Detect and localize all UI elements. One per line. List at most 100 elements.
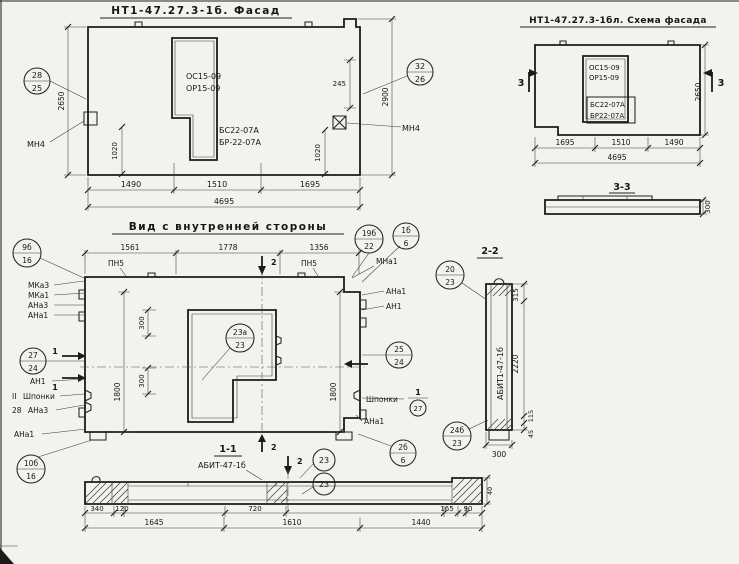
- inner-pn-left: ПН5: [108, 259, 124, 268]
- facade-window-opening: [171, 37, 218, 161]
- section11-dim-720: 720: [248, 505, 261, 513]
- inner-callout-br-top: 2б: [398, 443, 408, 452]
- inner-keys-left: Шпонки: [23, 392, 55, 401]
- facade-dim-height-right: 2900: [381, 87, 390, 106]
- schema-section-cut-lines: [528, 72, 713, 92]
- inner-cut1-arrow-c: [344, 360, 352, 368]
- inner-callout-tr2-top: 1б: [401, 226, 411, 235]
- inner-cut1-arrow-b: [78, 374, 86, 382]
- inner-callout-tr2-bottom: 6: [404, 239, 409, 248]
- section11-dim-340: 340: [90, 505, 103, 513]
- inner-dim-300a: 300: [138, 316, 146, 329]
- inner-callout-bl-top: 10б: [24, 459, 39, 468]
- section11-leader-lines: [245, 463, 314, 495]
- schema-window-opening: [582, 55, 629, 123]
- facade-lintel-mark-1: БС22-07А: [219, 126, 259, 135]
- section11-cut2-label: 2: [297, 457, 303, 466]
- facade-title: НТ1-47.27.3-1б. Фасад: [111, 5, 281, 17]
- facade-dim-b1: 1490: [121, 180, 141, 189]
- inner-cut2-label-top: 2: [271, 258, 277, 267]
- section11-mark: АБИТ-47-1б: [198, 461, 246, 470]
- inner-top-dim-lines: [84, 250, 360, 274]
- inner-dim-t3: 1356: [309, 243, 328, 252]
- section11-dim-ticks: [81, 474, 491, 532]
- facade-dim-245: 245: [333, 80, 346, 88]
- facade-window-inner-line: [174, 40, 215, 158]
- section22-dim-115: 115: [527, 410, 535, 422]
- section11-callout-b: 23: [319, 480, 329, 489]
- inner-left-label-2: АНа3: [28, 301, 48, 310]
- inner-dim-300b: 300: [138, 374, 146, 387]
- facade-dim-1020-right: 1020: [314, 144, 322, 162]
- schema-dim-b3: 1490: [664, 138, 683, 147]
- facade-panel-outline: [87, 18, 361, 176]
- section-2-2: 2-2 20 23 315 2220 115 45 АБИТ1-47-1б 30…: [435, 246, 535, 459]
- section11-dim-1645: 1645: [144, 518, 163, 527]
- inner-keys-left-label: АНа3: [28, 406, 48, 415]
- inner-key-symbols: [84, 335, 361, 414]
- facade-lintel-mark-2: БР-22-07А: [219, 138, 261, 147]
- inner-cut1-label-b: 1: [52, 383, 58, 392]
- schema-title: НТ1-47.27.3-1бл. Схема фасада: [529, 15, 707, 26]
- inner-dim-1800-left: 1800: [113, 382, 122, 401]
- section11-callout-a-circle: [312, 448, 336, 472]
- schema-section-title: 3-3: [613, 182, 630, 193]
- inner-pn-right: ПН5: [301, 259, 317, 268]
- inner-an1-left: АН1: [30, 377, 46, 386]
- section-1-1: 1-1 2 АБИТ-47-1б 23 23 340 120 720 165 9…: [81, 444, 494, 532]
- inner-leader-lines: [37, 245, 428, 458]
- schema-section-profile: [544, 199, 701, 215]
- facade-opening-mark-1: ОС15-09: [186, 72, 221, 81]
- facade-view: НТ1-47.27.3-1б. Фасад ОС15-09 ОР15-09 БС…: [23, 5, 434, 211]
- section22-title: 2-2: [481, 246, 498, 257]
- inner-keys-right-flag: 1: [415, 388, 421, 397]
- inner-view: Вид с внутренней стороны 1561 1778 1356 …: [12, 221, 428, 484]
- facade-dim-lines: [64, 18, 396, 211]
- schema-opening-mark-1: ОС15-09: [589, 64, 620, 72]
- inner-cut2-arrow-bottom: [258, 434, 266, 442]
- section11-title: 1-1: [219, 444, 236, 455]
- inner-callout-l1-bottom: 24: [28, 364, 38, 373]
- section11-dim-1440: 1440: [411, 518, 430, 527]
- inner-cut1-lines: [62, 355, 368, 379]
- section22-dim-300: 300: [492, 450, 507, 459]
- inner-right-label-2: АН1: [386, 302, 402, 311]
- section22-leader-lines: [461, 282, 489, 430]
- schema-dim-300: 300: [704, 200, 712, 213]
- facade-lifting-loops: [134, 21, 313, 27]
- section22-loop-and-foot: [488, 278, 510, 441]
- schema-opening-mark-2: ОР15-09: [589, 74, 619, 82]
- inner-inside-dim-ticks: [120, 288, 344, 436]
- section22-dim-lines: [485, 283, 528, 449]
- facade-dim-total: 4695: [214, 197, 234, 206]
- inner-callout-tl-bottom: 16: [22, 256, 32, 265]
- inner-cut1-arrow-a: [78, 352, 86, 360]
- inner-callout-center-bottom: 23: [235, 341, 245, 350]
- facade-dim-b2: 1510: [207, 180, 227, 189]
- schema-section-arrow-left: [529, 69, 538, 77]
- facade-anchor-details: [83, 111, 347, 130]
- sheet-corner-mark: [0, 548, 14, 564]
- inner-callout-l1-top: 27: [28, 351, 38, 360]
- inner-ana1-right-bottom: АНа1: [364, 417, 384, 426]
- facade-callout-right-bottom: 26: [415, 75, 425, 84]
- inner-mna1-top: МНа1: [376, 257, 398, 266]
- schema-window-inner-line: [585, 58, 626, 120]
- inner-cut2-arrow-top: [258, 266, 266, 275]
- inner-dim-t2: 1778: [218, 243, 237, 252]
- section22-hatch: [486, 283, 513, 431]
- inner-window-inner-line: [191, 313, 273, 419]
- inner-callout-r1-top: 25: [394, 345, 404, 354]
- inner-panel-outline: [84, 276, 361, 433]
- facade-dim-height-left: 2650: [57, 91, 66, 110]
- section11-callout-a: 23: [319, 456, 329, 465]
- inner-top-dim-ticks: [81, 249, 363, 257]
- section22-callout-top-top: 20: [445, 265, 455, 274]
- schema-section-arrow-right: [703, 69, 712, 77]
- facade-opening-mark-2: ОР15-09: [186, 84, 220, 93]
- inner-callout-center-top: 23а: [233, 328, 247, 337]
- inner-cut2-label-bottom: 2: [271, 443, 277, 452]
- schema-lintel-box: [586, 96, 636, 124]
